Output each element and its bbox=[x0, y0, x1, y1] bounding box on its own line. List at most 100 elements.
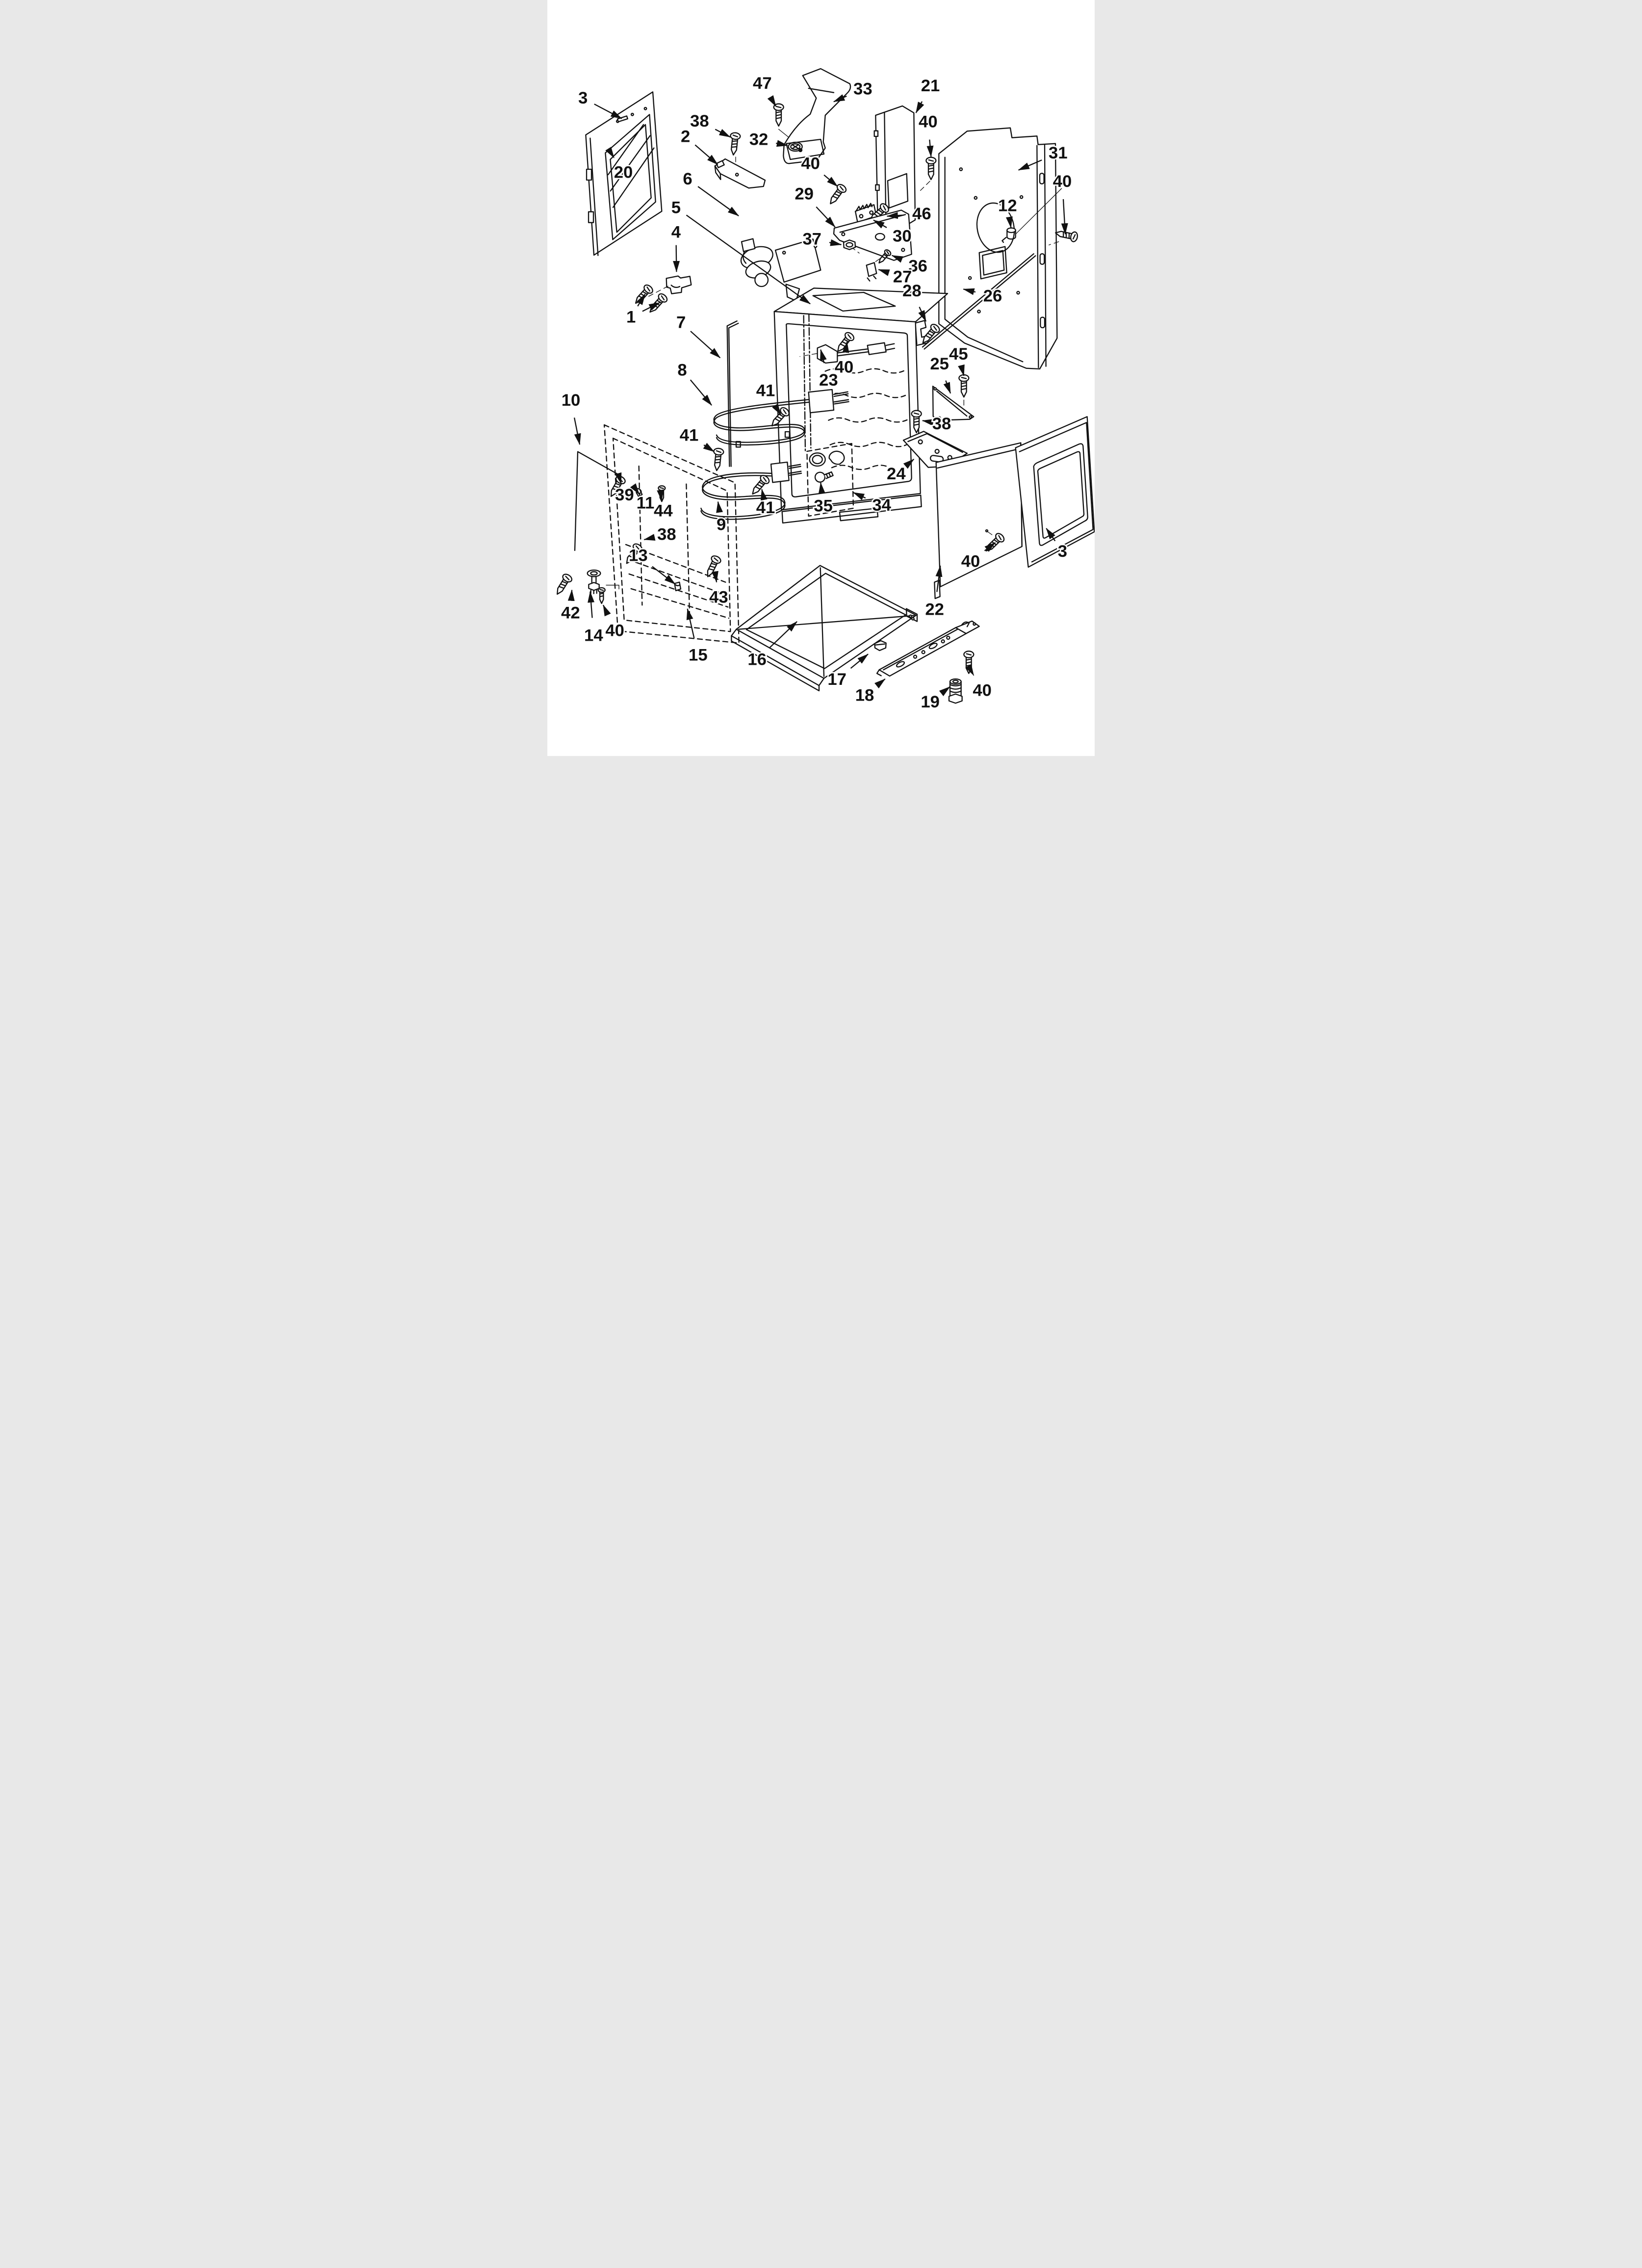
callout-label-40: 40 bbox=[801, 154, 820, 173]
callout-arrow-39 bbox=[615, 472, 622, 485]
clip-13 bbox=[674, 581, 682, 592]
callout-arrow-29 bbox=[816, 206, 836, 228]
callout-label-18: 18 bbox=[855, 686, 874, 704]
callout-label-41: 41 bbox=[756, 498, 775, 517]
callout-label-15: 15 bbox=[689, 646, 708, 665]
callout-label-9: 9 bbox=[717, 515, 726, 534]
callout-label-8: 8 bbox=[677, 361, 687, 379]
bake-element-8 bbox=[713, 389, 849, 448]
wire-10 bbox=[574, 451, 620, 551]
callout-arrow-40 bbox=[984, 542, 996, 552]
callout-label-1: 1 bbox=[626, 308, 636, 326]
callout-label-23: 23 bbox=[819, 371, 838, 390]
side-panel-15 bbox=[603, 424, 740, 644]
callout-arrow-6 bbox=[697, 186, 739, 216]
callout-arrow-23 bbox=[820, 349, 827, 364]
callout-arrow-41 bbox=[772, 403, 781, 415]
callout-arrow-3 bbox=[594, 104, 622, 119]
callout-label-17: 17 bbox=[827, 670, 847, 689]
callout-arrow-22 bbox=[935, 565, 943, 592]
callout-arrow-33 bbox=[833, 94, 847, 103]
callout-label-36: 36 bbox=[908, 257, 927, 275]
callout-arrow-17 bbox=[850, 653, 869, 669]
callout-arrow-15 bbox=[686, 608, 695, 638]
callout-arrow-37 bbox=[829, 239, 842, 246]
callout-label-41: 41 bbox=[680, 426, 699, 444]
callout-label-32: 32 bbox=[749, 130, 769, 149]
callout-label-19: 19 bbox=[921, 693, 940, 711]
callout-label-22: 22 bbox=[925, 600, 944, 619]
callout-arrow-1 bbox=[636, 293, 646, 307]
screw-38-top bbox=[728, 131, 742, 162]
nut-37 bbox=[843, 239, 856, 250]
exploded-diagram: 3204733382322140314012463029403736272865… bbox=[552, 68, 1095, 713]
callout-label-3: 3 bbox=[578, 89, 588, 107]
callout-label-45: 45 bbox=[949, 345, 968, 364]
callout-label-7: 7 bbox=[676, 313, 686, 332]
callout-arrow-8 bbox=[690, 379, 712, 406]
callout-arrow-10 bbox=[573, 417, 581, 445]
callout-label-46: 46 bbox=[912, 205, 931, 223]
callout-label-40: 40 bbox=[973, 681, 992, 700]
callout-label-34: 34 bbox=[872, 496, 891, 515]
callout-arrow-32 bbox=[776, 140, 789, 147]
base-pan-16 bbox=[731, 565, 918, 692]
callout-label-30: 30 bbox=[893, 227, 912, 246]
screw-40-near-21 bbox=[920, 156, 937, 191]
callout-label-5: 5 bbox=[671, 198, 681, 217]
callout-arrow-40 bbox=[926, 139, 934, 157]
callout-arrow-12 bbox=[1005, 216, 1013, 229]
callout-label-26: 26 bbox=[983, 287, 1002, 306]
callout-label-24: 24 bbox=[887, 465, 906, 483]
callout-label-39: 39 bbox=[615, 486, 634, 504]
callout-arrow-47 bbox=[767, 95, 777, 107]
callout-label-31: 31 bbox=[1049, 144, 1068, 162]
handle-33 bbox=[783, 68, 851, 164]
screw-45 bbox=[958, 374, 970, 398]
bracket-25 bbox=[932, 386, 975, 421]
latch-keeper-4 bbox=[648, 275, 692, 297]
callout-label-3: 3 bbox=[1058, 542, 1067, 561]
callout-label-2: 2 bbox=[681, 127, 690, 146]
callout-arrow-4 bbox=[673, 245, 680, 273]
callout-label-21: 21 bbox=[921, 77, 940, 95]
callout-arrow-40 bbox=[823, 174, 838, 187]
oven-door-panel-right bbox=[1015, 416, 1095, 568]
callout-label-40: 40 bbox=[835, 358, 854, 376]
callout-label-44: 44 bbox=[654, 502, 673, 521]
callout-arrow-38 bbox=[643, 534, 656, 541]
callout-label-25: 25 bbox=[930, 355, 949, 373]
callout-label-38: 38 bbox=[690, 112, 709, 130]
callout-label-6: 6 bbox=[683, 170, 692, 188]
callout-arrow-38 bbox=[922, 419, 934, 426]
callout-label-43: 43 bbox=[709, 588, 728, 606]
callout-arrow-3 bbox=[1046, 528, 1056, 542]
callout-arrow-40 bbox=[842, 341, 849, 353]
support-rod-26 bbox=[922, 253, 1036, 350]
callout-arrow-31 bbox=[1018, 159, 1042, 171]
clip-17 bbox=[874, 640, 887, 652]
latch-motor-6 bbox=[740, 238, 821, 302]
screw-42 bbox=[552, 572, 574, 598]
callout-arrow-7 bbox=[690, 331, 721, 359]
screw-41c bbox=[748, 473, 771, 498]
callout-label-42: 42 bbox=[561, 604, 580, 623]
callout-arrow-9 bbox=[716, 501, 723, 513]
callout-label-40: 40 bbox=[919, 113, 938, 131]
rear-panel-31 bbox=[938, 127, 1062, 370]
screw-40-front-left bbox=[597, 584, 619, 604]
callout-arrow-45 bbox=[958, 364, 965, 377]
bracket-2 bbox=[714, 158, 766, 189]
leveling-leg-19 bbox=[948, 678, 963, 704]
callout-arrow-13 bbox=[652, 566, 676, 585]
callout-arrow-30 bbox=[872, 219, 887, 229]
callout-arrow-24 bbox=[903, 459, 915, 469]
callout-arrow-2 bbox=[694, 144, 718, 165]
callout-label-40: 40 bbox=[961, 552, 980, 571]
spacer-12 bbox=[1001, 227, 1016, 243]
callout-label-20: 20 bbox=[614, 163, 633, 182]
callout-label-40: 40 bbox=[1053, 172, 1072, 191]
callout-label-47: 47 bbox=[753, 74, 772, 93]
callout-label-38: 38 bbox=[932, 415, 951, 433]
